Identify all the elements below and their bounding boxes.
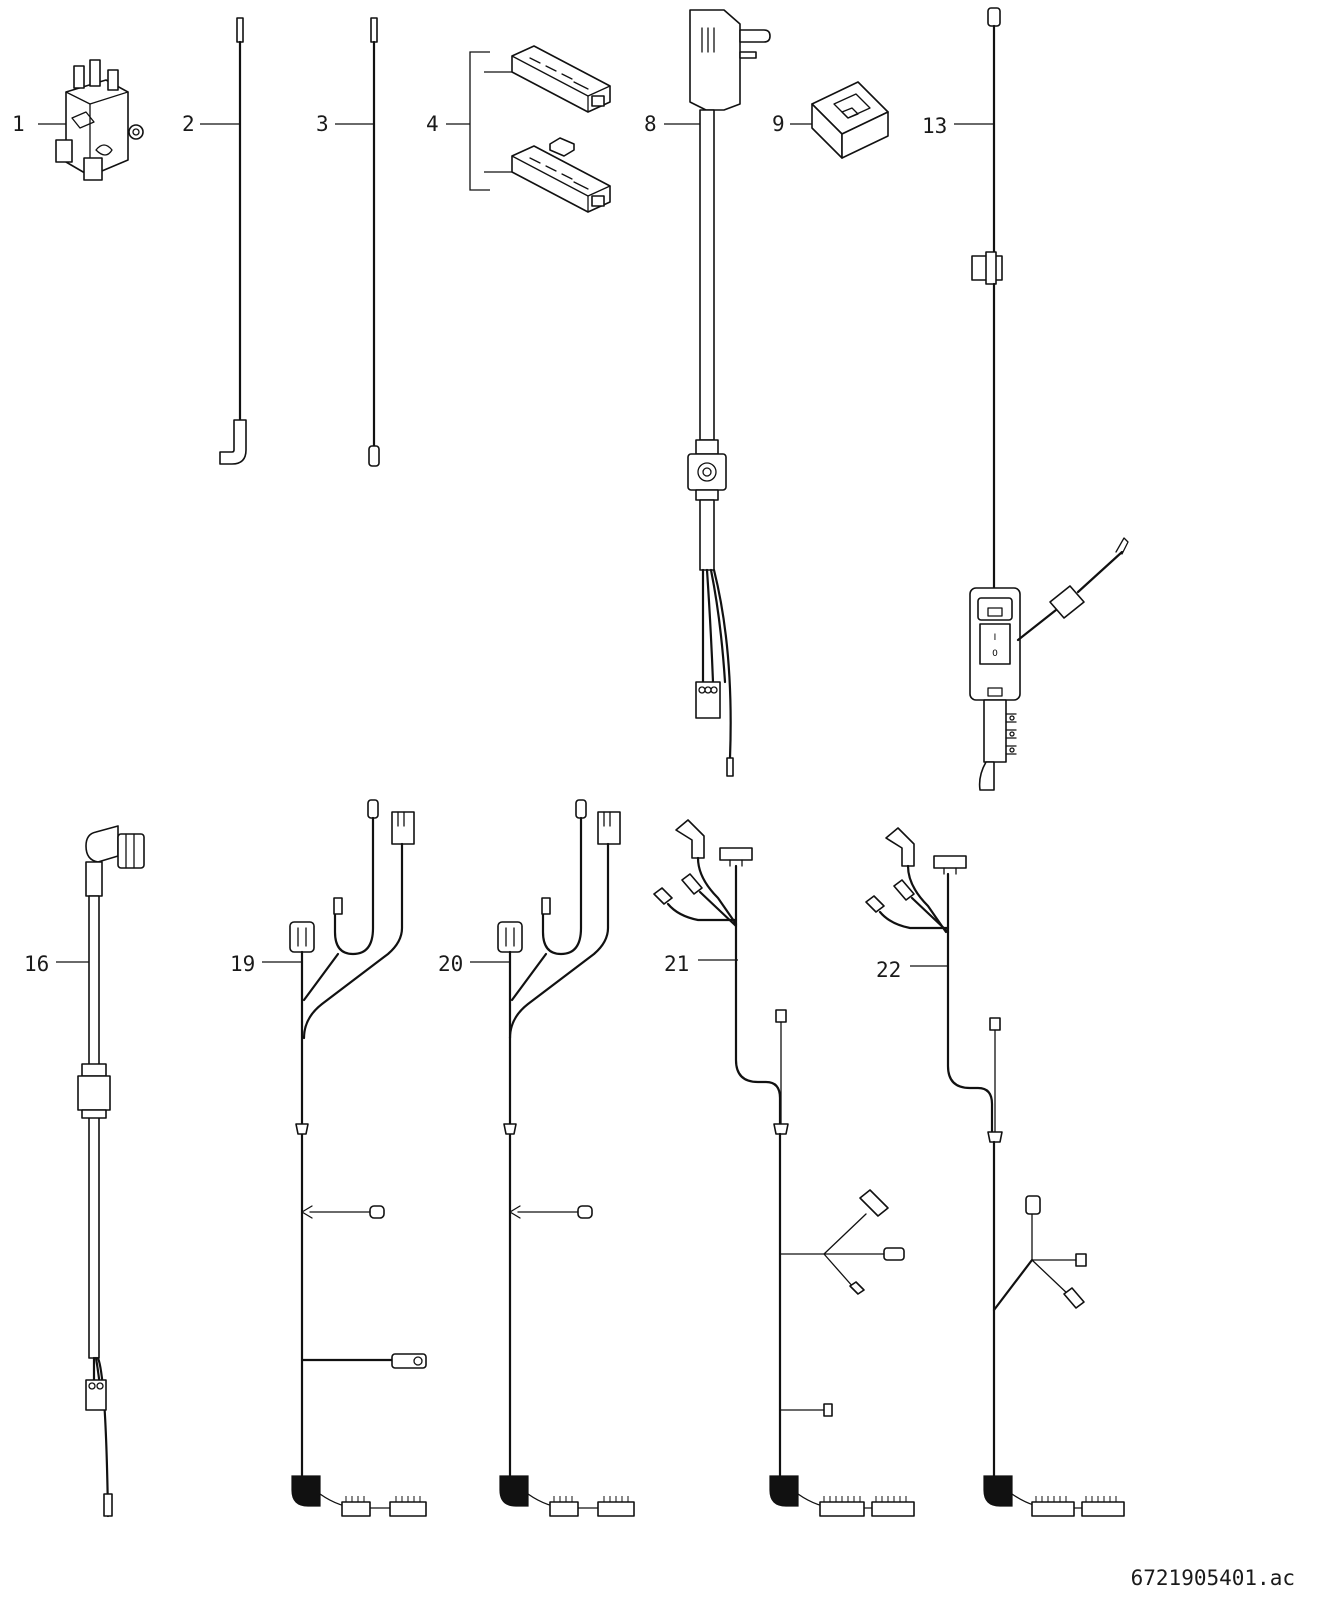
part-20-harness xyxy=(470,799,635,1517)
callout-21: 21 xyxy=(664,952,690,976)
part-3-cable xyxy=(335,17,380,467)
part-9-terminal-block xyxy=(790,81,889,159)
connector-block-lower xyxy=(511,137,611,213)
callout-8: 8 xyxy=(644,112,657,136)
connector-block-upper xyxy=(511,45,611,113)
part-2-cable xyxy=(200,17,247,465)
callout-13: 13 xyxy=(922,114,948,138)
drawing-reference-number: 6721905401.ac xyxy=(1130,1566,1295,1590)
part-8-mains-cable xyxy=(664,9,771,777)
callout-9: 9 xyxy=(772,112,785,136)
callout-4: 4 xyxy=(426,112,439,136)
callout-1: 1 xyxy=(12,112,25,136)
callout-2: 2 xyxy=(182,112,195,136)
part-13-switch-cable: I 0 xyxy=(954,7,1129,791)
callout-3: 3 xyxy=(316,112,329,136)
callout-20: 20 xyxy=(438,952,464,976)
callout-19: 19 xyxy=(230,952,256,976)
part-19-harness xyxy=(262,799,427,1517)
part-22-harness xyxy=(865,827,1125,1517)
callout-22: 22 xyxy=(876,958,902,982)
part-4-connector-blocks xyxy=(446,45,611,213)
part-21-harness xyxy=(653,819,915,1517)
part-16-sensor-cable xyxy=(56,825,145,1518)
switch-on-mark: I xyxy=(994,633,997,643)
callout-16: 16 xyxy=(24,952,50,976)
part-1-relay xyxy=(38,59,144,181)
switch-off-mark: 0 xyxy=(992,649,998,659)
